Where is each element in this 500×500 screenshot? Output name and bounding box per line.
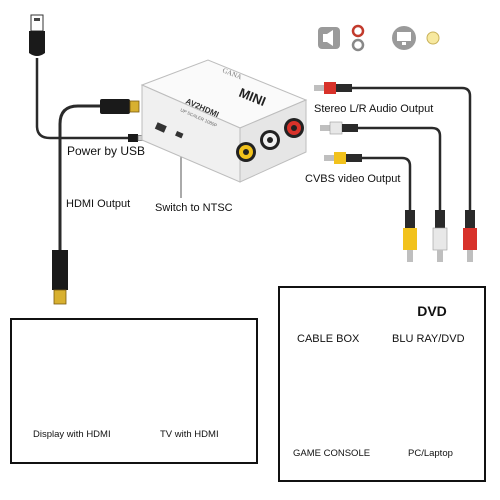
stereo-audio-label: Stereo L/R Audio Output [314,103,434,115]
dvd-badge-label: DVD [417,303,447,319]
pc-laptop-label: PC/Laptop [408,448,453,459]
hdmi-cable [52,99,140,305]
blu-ray-label: BLU RAY/DVD [392,333,465,345]
audio-jack-icon [351,24,365,52]
video-dot-icon [426,31,440,45]
speaker-icon [318,27,340,49]
av-source-panel [278,286,486,482]
monitor-icon [392,26,416,50]
power-usb-label: Power by USB [67,144,146,158]
hdmi-output-label: HDMI Output [66,198,131,210]
cable-box-label: CABLE BOX [297,333,360,345]
display-hdmi-label: Display with HDMI [33,429,111,440]
switch-ntsc-label: Switch to NTSC [155,202,233,214]
usb-cable [29,14,153,142]
cvbs-video-label: CVBS video Output [305,173,401,185]
rca-cables [314,82,477,262]
tv-hdmi-label: TV with HDMI [160,429,219,440]
hdmi-display-panel [10,318,258,464]
game-console-label: GAME CONSOLE [293,448,371,459]
av2hdmi-converter [140,59,308,183]
